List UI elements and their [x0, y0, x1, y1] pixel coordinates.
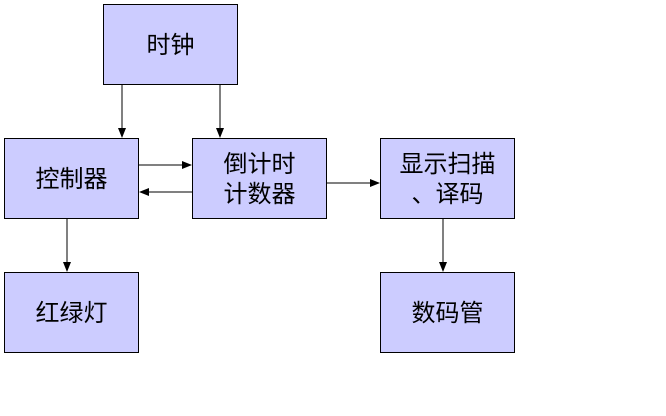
digit-tube-block: 数码管: [380, 272, 515, 353]
display-scan-decode-label-line1: 显示扫描: [399, 149, 496, 178]
clock-block: 时钟: [103, 4, 238, 85]
display-scan-decode-label-line2: 、译码: [411, 179, 484, 208]
traffic-light-block: 红绿灯: [4, 272, 139, 353]
controller-label: 控制器: [35, 164, 108, 193]
digit-tube-label: 数码管: [411, 298, 484, 327]
traffic-light-label: 红绿灯: [35, 298, 108, 327]
clock-label: 时钟: [146, 30, 195, 59]
countdown-counter-label-line1: 倒计时: [223, 149, 296, 178]
countdown-counter-block: 倒计时 计数器: [192, 138, 327, 219]
display-scan-decode-block: 显示扫描 、译码: [380, 138, 515, 219]
countdown-counter-label-line2: 计数器: [223, 179, 296, 208]
controller-block: 控制器: [4, 138, 139, 219]
